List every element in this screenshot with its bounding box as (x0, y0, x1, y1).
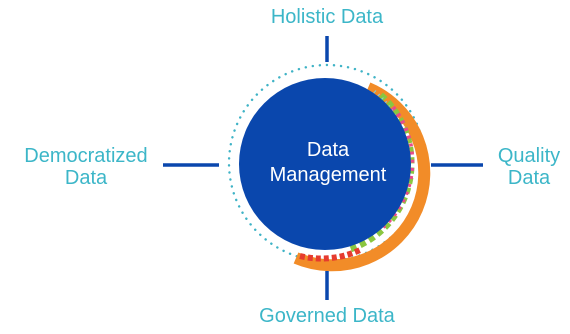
node-quality-data: Quality Data (482, 145, 570, 189)
node-top-label: Holistic Data (270, 6, 384, 28)
node-democratized-data: Democratized Data (0, 145, 172, 189)
node-left-label-line1: Democratized (24, 145, 148, 167)
center-label-line1: Data (306, 139, 350, 161)
node-left-label-line2: Data (64, 167, 108, 189)
center-circle (239, 78, 411, 250)
node-holistic-data: Holistic Data (215, 6, 439, 28)
node-governed-data: Governed Data (205, 305, 449, 327)
node-right-label-line2: Data (507, 167, 551, 189)
node-bottom-label: Governed Data (259, 305, 395, 327)
node-right-label-line1: Quality (497, 145, 561, 167)
center-label: Data Management (248, 138, 408, 188)
center-label-line2: Management (269, 164, 387, 186)
